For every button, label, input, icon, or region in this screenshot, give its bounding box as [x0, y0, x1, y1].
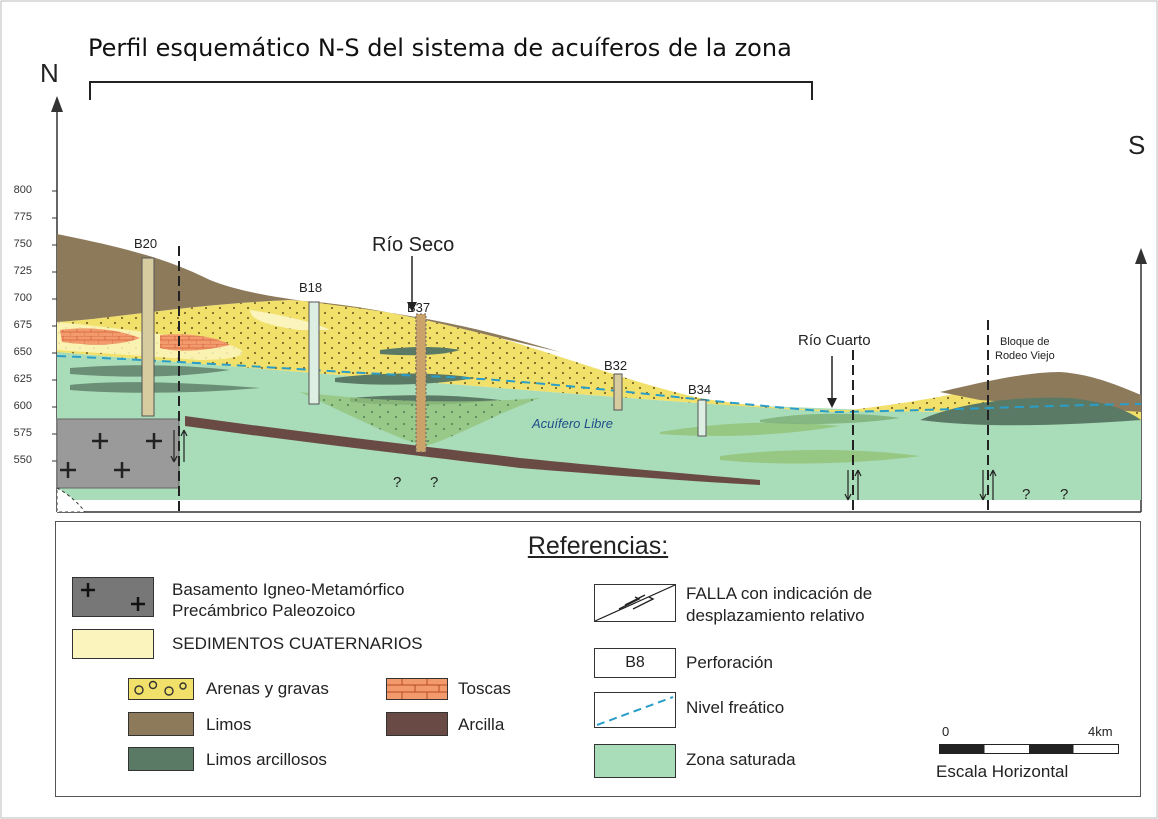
- borehole-label-b37: B37: [407, 300, 431, 315]
- borehole-label-b32: B32: [604, 358, 628, 373]
- rio-cuarto-label: Río Cuarto: [798, 332, 871, 349]
- rio-seco-arrow-head: [407, 302, 417, 312]
- north-arrow: [51, 96, 63, 112]
- scale-label: Escala Horizontal: [936, 762, 1069, 781]
- clay-band: [185, 416, 760, 485]
- borehole-swatch-code: B8: [625, 654, 645, 671]
- north-label: N: [40, 58, 59, 88]
- saturated-label: Zona saturada: [686, 750, 796, 769]
- y-tick-label: 775: [13, 211, 32, 223]
- clayey-silt-swatch: [128, 747, 194, 771]
- unknown-mark: ?: [1060, 486, 1069, 503]
- figure-title: Perfil esquemático N-S del sistema de ac…: [88, 34, 792, 62]
- toscas-lens-1: [60, 328, 140, 345]
- unknown-mark: ?: [430, 474, 439, 491]
- y-axis-ticks: [52, 190, 57, 462]
- legend-title: Referencias:: [527, 532, 669, 560]
- green-lens-3: [760, 413, 900, 425]
- basement-crosses: [60, 433, 162, 478]
- borehole-label-b18: B18: [299, 280, 323, 295]
- rodeo-viejo-clayey-silt: [920, 397, 1141, 426]
- basement-label-2: Precámbrico Paleozoico: [172, 601, 356, 620]
- bloque-label-2: Rodeo Viejo: [995, 350, 1055, 362]
- scale-bar: [939, 744, 1119, 754]
- clay-swatch: [386, 712, 448, 736]
- sand-gravel-swatch: [128, 678, 194, 700]
- y-tick-label: 575: [13, 427, 32, 439]
- south-label: S: [1128, 130, 1146, 160]
- silt-layer: [57, 234, 560, 352]
- fault-lines: [178, 246, 989, 516]
- borehole-b34: [697, 399, 707, 437]
- y-tick-label: 550: [13, 454, 32, 466]
- borehole-b32: [613, 373, 623, 411]
- sediment-swatch: [72, 629, 154, 659]
- sediment-label: SEDIMENTOS CUATERNARIOS: [172, 634, 423, 653]
- fault-label-1: FALLA con indicación de: [686, 584, 873, 603]
- borehole-b20: [141, 257, 155, 417]
- y-tick-label: 600: [13, 400, 32, 412]
- y-tick-label: 625: [13, 373, 32, 385]
- toscas-swatch: [386, 678, 448, 700]
- green-lens-2: [720, 450, 920, 464]
- toscas-label: Toscas: [458, 679, 511, 698]
- basement-label-1: Basamento Igneo-Metamórfico: [172, 580, 405, 599]
- unknown-mark: ?: [393, 474, 402, 491]
- silt-swatch: [128, 712, 194, 736]
- rio-cuarto-arrow-head: [827, 398, 837, 408]
- south-arrow: [1135, 248, 1147, 264]
- borehole-b18: [308, 301, 320, 405]
- unknown-mark: ?: [1022, 486, 1031, 503]
- borehole-label: Perforación: [686, 653, 773, 672]
- water-table-label: Nivel freático: [686, 698, 785, 717]
- borehole-label-b34: B34: [688, 382, 712, 397]
- borehole-swatch: B8: [594, 648, 676, 678]
- y-tick-label: 700: [13, 292, 32, 304]
- scale-start: 0: [942, 724, 950, 739]
- toscas-lens-2: [160, 334, 230, 351]
- y-tick-label: 675: [13, 319, 32, 331]
- water-table-line: [56, 355, 1142, 414]
- y-tick-label: 800: [13, 184, 32, 196]
- basement-swatch: [72, 577, 154, 617]
- title-bracket: [89, 81, 813, 100]
- y-tick-label: 725: [13, 265, 32, 277]
- clayey-silt-label: Limos arcillosos: [206, 750, 327, 769]
- basement-edge: [56, 487, 86, 513]
- bloque-label-1: Bloque de: [1000, 336, 1050, 348]
- basement-block: [56, 418, 180, 489]
- clayey-silt-lens-2: [70, 382, 260, 393]
- fault-swatch: [594, 584, 676, 622]
- legend-panel: Referencias: Basamento Igneo-Metamórfico…: [55, 521, 1141, 797]
- borehole-b37: [415, 313, 427, 453]
- fault-arrows: [170, 429, 997, 501]
- water-table-swatch: [594, 692, 676, 728]
- sand-gravel-label: Arenas y gravas: [206, 679, 329, 698]
- acuifero-label: Acuífero Libre: [532, 416, 613, 431]
- saturated-swatch: [594, 744, 676, 778]
- borehole-label-b20: B20: [134, 236, 158, 251]
- fault-label-2: desplazamiento relativo: [686, 606, 865, 625]
- clay-label: Arcilla: [458, 715, 505, 734]
- scale-end: 4km: [1088, 724, 1113, 739]
- silt-label: Limos: [206, 715, 252, 734]
- y-tick-label: 650: [13, 346, 32, 358]
- rio-seco-label: Río Seco: [372, 234, 455, 256]
- y-tick-label: 750: [13, 238, 32, 250]
